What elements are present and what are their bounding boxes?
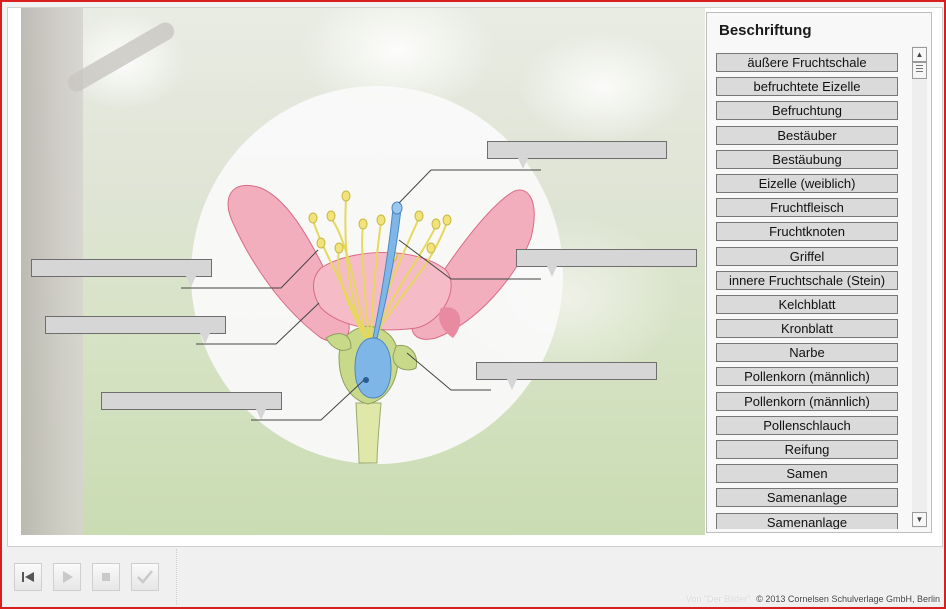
rewind-button[interactable] [14, 563, 42, 591]
play-icon [63, 571, 73, 583]
check-icon [137, 570, 153, 584]
term-list: äußere Fruchtschale befruchtete Eizelle … [716, 53, 898, 529]
label-slot-1[interactable] [487, 141, 667, 169]
scroll-up-icon[interactable]: ▲ [912, 47, 927, 62]
scroll-thumb[interactable] [912, 62, 927, 79]
play-button[interactable] [53, 563, 81, 591]
label-slot-6[interactable] [101, 392, 282, 420]
stop-button[interactable] [92, 563, 120, 591]
term-item[interactable]: Pollenkorn (männlich) [716, 391, 898, 411]
term-item[interactable]: Reifung [716, 440, 898, 459]
term-item[interactable]: Kelchblatt [716, 294, 898, 314]
background-scene [21, 8, 705, 535]
check-button[interactable] [131, 563, 159, 591]
label-slot-5[interactable] [476, 362, 657, 390]
term-item[interactable]: befruchtete Eizelle [716, 77, 898, 97]
sepal-right [392, 344, 418, 371]
term-item[interactable]: innere Fruchtschale (Stein) [716, 270, 898, 290]
term-item[interactable]: Griffel [716, 246, 898, 266]
label-slot-4[interactable] [45, 316, 226, 344]
stop-icon [102, 573, 110, 581]
playback-controls [6, 549, 177, 605]
term-item[interactable]: Narbe [716, 343, 898, 363]
ovule [363, 377, 369, 383]
term-item[interactable]: Bestäuber [716, 125, 898, 145]
ovary [354, 337, 392, 399]
term-item[interactable]: Fruchtfleisch [716, 198, 898, 218]
label-slot-3[interactable] [516, 249, 697, 277]
stem [355, 402, 382, 464]
term-item[interactable]: Samenanlage [716, 488, 898, 508]
rewind-icon [22, 572, 34, 582]
term-item[interactable]: Eizelle (weiblich) [716, 173, 898, 193]
flower-diagram [181, 169, 541, 464]
term-item[interactable]: Bestäubung [716, 149, 898, 169]
stigma [391, 201, 403, 215]
style [372, 207, 402, 339]
term-item[interactable]: Befruchtung [716, 101, 898, 121]
petal-fold [439, 307, 461, 338]
copyright-notice: Von "Der Bilder" © 2013 Cornelsen Schulve… [686, 594, 940, 604]
leader-lines [181, 169, 541, 421]
term-item[interactable]: äußere Fruchtschale [716, 53, 898, 72]
term-item[interactable]: Samenanlage [716, 512, 898, 529]
term-item[interactable]: Samen [716, 464, 898, 484]
sepal-left [325, 333, 352, 351]
term-item[interactable]: Pollenschlauch [716, 415, 898, 435]
term-item[interactable]: Fruchtknoten [716, 222, 898, 242]
copyright-text: © 2013 Cornelsen Schulverlage GmbH, Berl… [756, 594, 940, 604]
exercise-stage: Beschriftung äußere Fruchtschale befruch… [7, 7, 943, 547]
term-item[interactable]: Pollenkorn (männlich) [716, 367, 898, 387]
watermark-text: Von "Der Bilder" [685, 594, 751, 604]
label-slot-2[interactable] [31, 259, 212, 287]
term-item[interactable]: Kronblatt [716, 319, 898, 339]
scroll-down-icon[interactable]: ▼ [912, 512, 927, 527]
term-panel: Beschriftung äußere Fruchtschale befruch… [706, 12, 932, 533]
term-scrollbar[interactable]: ▲ ▼ [912, 46, 927, 528]
panel-title: Beschriftung [719, 22, 812, 39]
anthers [308, 190, 452, 262]
control-bar: Von "Der Bilder" © 2013 Cornelsen Schulve… [2, 547, 944, 607]
